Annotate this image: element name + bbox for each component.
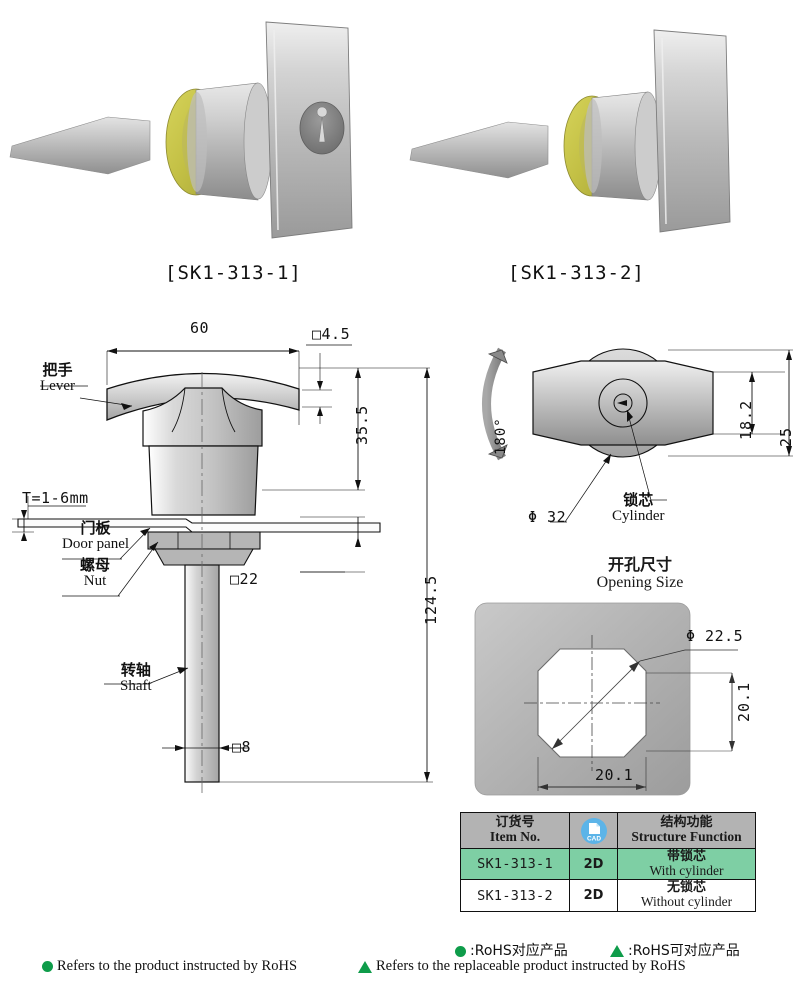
rohs-note-circle-cn: :RoHS对应产品 [455,940,568,960]
rohs-circle-icon [455,945,466,957]
dim-shaft-square: □8 [232,738,252,756]
cad-file-icon: CAD [580,817,607,844]
table-header-row: 订货号 Item No. CAD 结构功能 Structure Function [460,812,756,849]
header-cad: CAD [569,812,618,849]
dim-body-diameter: Φ 32 [528,508,567,526]
row-2-cad[interactable]: 2D [569,879,618,912]
rohs-note-triangle-en: Refers to the replaceable product instru… [358,958,686,975]
row-2-function: 无锁芯 Without cylinder [617,879,756,912]
rohs-note-triangle-en-text: Refers to the replaceable product instru… [376,958,686,974]
row-2-function-cn: 无锁芯 [666,880,706,896]
dim-opening-height: 20.1 [735,681,753,722]
callout-nut-cn: 螺母 [80,556,111,574]
opening-size-diagram [460,595,800,810]
dim-height-above-panel: 35.5 [353,404,371,445]
callout-lever-en: Lever [40,377,75,394]
rohs-note-circle-cn-text: :RoHS对应产品 [470,943,568,959]
front-section-view [0,310,450,820]
callout-door-panel: 门板 Door panel [62,519,130,553]
table-row[interactable]: SK1-313-1 2D 带锁芯 With cylinder [460,847,756,881]
callout-cylinder-cn: 锁芯 [623,491,654,509]
rohs-note-triangle-cn-text: :RoHS可对应产品 [628,943,740,959]
product-photos-svg [9,21,731,239]
callout-shaft: 转轴 Shaft [120,661,152,695]
dim-handle-width: 60 [190,319,210,337]
row-2-item-no: SK1-313-2 [460,879,570,912]
row-1-cad[interactable]: 2D [569,847,618,881]
top-plan-view [455,330,800,550]
header-structure-function-cn: 结构功能 [660,815,713,831]
rohs-triangle-icon-en [358,960,372,973]
spec-table: 订货号 Item No. CAD 结构功能 Structure Function… [460,812,756,912]
product-photo-area [0,0,800,250]
dim-handle-thickness: □4.5 [312,325,351,343]
callout-nut-en: Nut [83,572,107,589]
row-1-item-no: SK1-313-1 [460,847,570,881]
rohs-note-triangle-cn: :RoHS可对应产品 [610,940,740,960]
dim-total-length: 124.5 [422,574,440,625]
dim-nut-square: □22 [230,570,259,588]
dim-inner-height: 18.2 [737,399,755,440]
header-item-no: 订货号 Item No. [460,812,570,849]
row-1-function-en: With cylinder [649,862,724,878]
product-photo-2 [409,29,731,233]
dim-rotation-angle: 180° [493,417,509,455]
opening-size-title-en: Opening Size [596,573,684,591]
table-row[interactable]: SK1-313-2 2D 无锁芯 Without cylinder [460,879,756,912]
callout-cylinder-en: Cylinder [612,507,665,524]
opening-size-title: 开孔尺寸 Opening Size [560,556,720,591]
row-2-function-en: Without cylinder [640,894,733,910]
row-1-function: 带锁芯 With cylinder [617,847,756,881]
opening-size-title-cn: 开孔尺寸 [607,555,672,574]
dim-panel-thickness: T=1-6mm [22,489,89,507]
rohs-circle-icon-en [42,961,53,973]
header-structure-function: 结构功能 Structure Function [617,812,756,849]
front-view-svg [12,344,433,795]
rohs-triangle-icon [610,945,624,957]
dim-opening-diameter: Φ 22.5 [686,627,744,645]
product-caption-1: [SK1-313-1] [165,262,302,284]
dim-opening-width: 20.1 [595,766,634,784]
rohs-note-circle-en-text: Refers to the product instructed by RoHS [57,958,298,974]
opening-size-svg [474,602,738,796]
header-structure-function-en: Structure Function [631,828,742,844]
header-item-no-cn: 订货号 [495,815,535,831]
dim-outer-height: 25 [777,426,795,447]
callout-door-panel-cn: 门板 [80,519,111,537]
callout-shaft-en: Shaft [120,677,152,694]
callout-nut: 螺母 Nut [80,556,111,590]
product-caption-2: [SK1-313-2] [508,262,645,284]
header-item-no-en: Item No. [489,828,541,844]
row-1-function-cn: 带锁芯 [666,849,706,864]
callout-cylinder: 锁芯 Cylinder [612,491,665,525]
rohs-note-circle-en: Refers to the product instructed by RoHS [42,958,297,975]
callout-lever-cn: 把手 [42,361,73,379]
callout-door-panel-en: Door panel [62,535,130,552]
product-photo-1 [9,21,353,239]
svg-text:CAD: CAD [586,835,600,842]
callout-shaft-cn: 转轴 [120,661,151,679]
callout-lever: 把手 Lever [40,361,75,395]
top-view-svg [482,347,793,523]
